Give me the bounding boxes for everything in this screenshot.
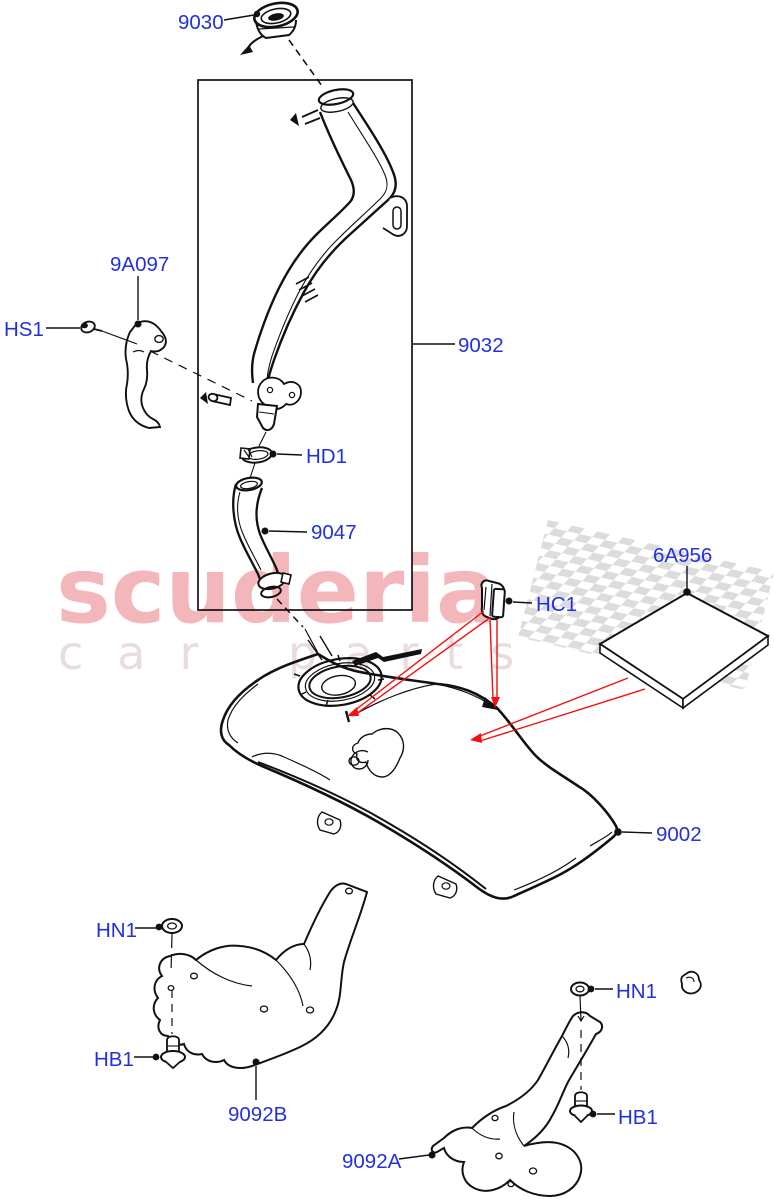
filler-pipe-frame-box (197, 79, 413, 611)
fuel-tank-drawing (219, 635, 619, 900)
part-label-HD1: HD1 (306, 445, 347, 468)
part-label-HS1: HS1 (4, 318, 44, 341)
part-label-HN1-right: HN1 (616, 980, 657, 1003)
part-label-9047: 9047 (311, 521, 357, 544)
nut-right-drawing (570, 981, 590, 1023)
red-callout-lines (347, 610, 646, 743)
watermark-brand-text: scuderia (56, 537, 498, 644)
part-label-HB1-left: HB1 (94, 1048, 134, 1071)
part-label-9092A: 9092A (342, 1150, 402, 1173)
bracket-screw-drawing (80, 320, 138, 345)
part-label-9092B: 9092B (228, 1103, 287, 1126)
part-labels: 9030 9A097 HS1 9032 HD1 9047 HC1 6A956 9… (4, 11, 712, 1173)
part-label-HN1-left: HN1 (96, 919, 137, 942)
part-label-HB1-right: HB1 (618, 1106, 658, 1129)
tank-strap-right-drawing (430, 970, 702, 1198)
bolt-left-drawing (160, 990, 186, 1070)
watermark-tagline-car: car (58, 626, 232, 680)
filler-pipe-bracket-drawing (124, 320, 253, 429)
part-label-6A956: 6A956 (653, 544, 712, 567)
part-label-HC1: HC1 (536, 593, 577, 616)
tank-strap-left-drawing (152, 882, 369, 1069)
part-label-9A097: 9A097 (110, 253, 169, 276)
pipe-clip-drawing (480, 579, 506, 621)
leader-lines (46, 10, 691, 1160)
fuel-filler-cap-drawing (240, 1, 323, 87)
hose-clamp-drawing (239, 446, 273, 479)
filler-hose-drawing (232, 476, 319, 654)
fuel-filler-pipe-drawing (250, 88, 408, 447)
bolt-right-drawing (569, 1030, 593, 1124)
part-label-9032: 9032 (458, 334, 504, 357)
part-label-9030: 9030 (178, 11, 224, 34)
watermark: scuderia car parts (56, 520, 774, 690)
heat-shield-pad-drawing (598, 591, 770, 710)
part-label-9002: 9002 (656, 823, 702, 846)
